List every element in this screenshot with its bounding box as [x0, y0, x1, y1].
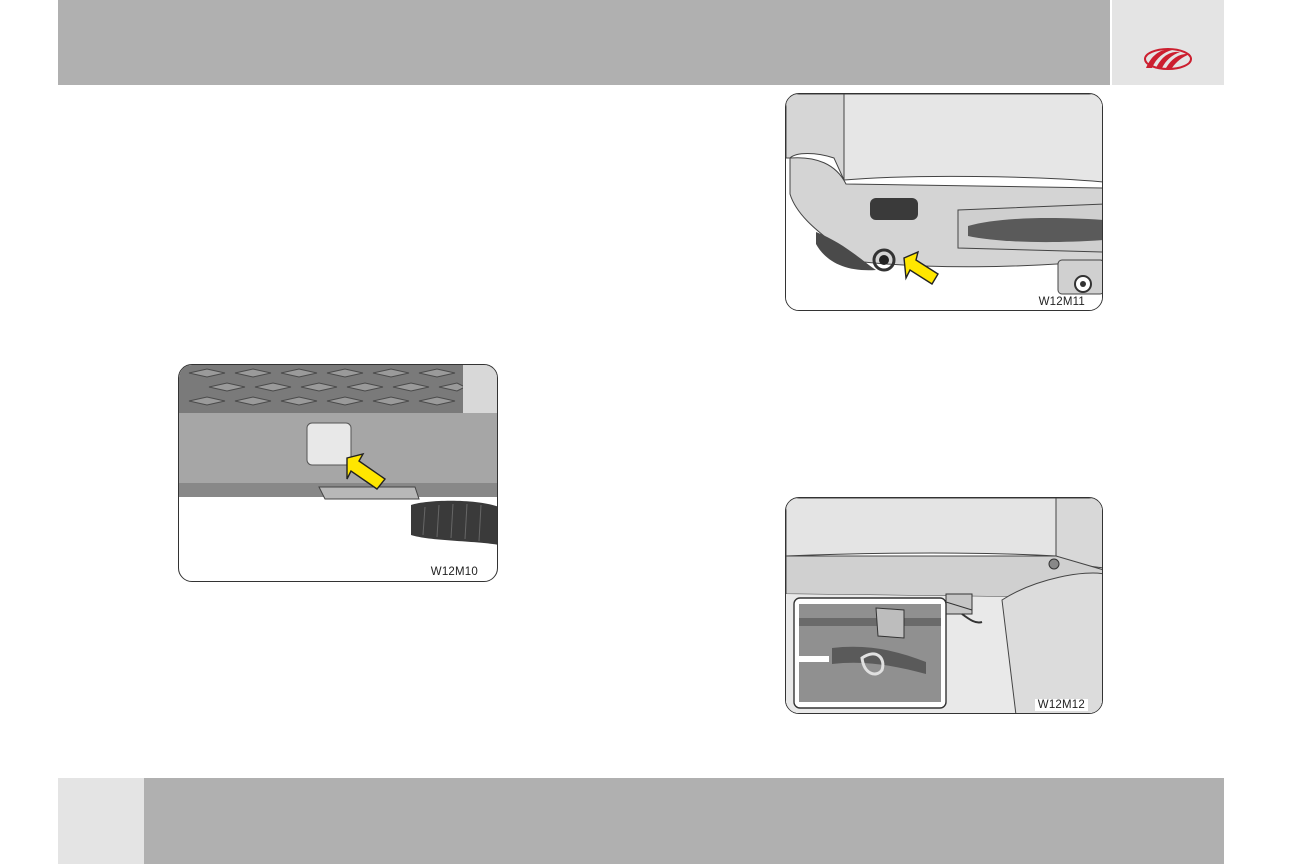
figure-bumper-cover: W12M10 — [178, 364, 498, 582]
mahindra-logo-icon — [1142, 46, 1194, 72]
figure-rear-tow-hook: W12M12 — [785, 497, 1103, 714]
bumper-cover-illustration — [179, 365, 498, 582]
front-tow-hook-illustration — [786, 94, 1103, 311]
figure-front-tow-hook: W12M11 — [785, 93, 1103, 311]
footer-page-box — [58, 778, 144, 864]
header-band — [58, 0, 1110, 85]
figure-code: W12M12 — [1035, 699, 1088, 711]
footer-band — [144, 778, 1224, 864]
logo-box — [1112, 0, 1224, 85]
figure-code: W12M11 — [1036, 296, 1088, 308]
rear-tow-hook-illustration — [786, 498, 1103, 714]
figure-code: W12M10 — [428, 566, 481, 578]
